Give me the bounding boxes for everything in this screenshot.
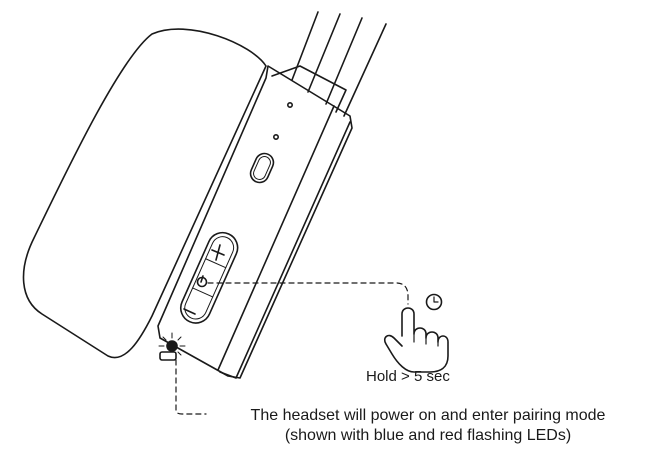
hold-duration: 5 sec bbox=[413, 368, 450, 385]
led-leader-line bbox=[175, 359, 207, 415]
led-indicator bbox=[158, 332, 186, 361]
volume-up-button[interactable] bbox=[211, 244, 225, 261]
hand-press-icon bbox=[383, 307, 449, 373]
housing-side bbox=[219, 121, 351, 379]
hold-prefix: Hold bbox=[366, 368, 397, 385]
caption-line-2: (shown with blue and red flashing LEDs) bbox=[284, 427, 572, 444]
caption-line-1: The headset will power on and enter pair… bbox=[250, 407, 606, 424]
headband bbox=[271, 11, 387, 117]
ear-cushion bbox=[22, 28, 267, 359]
power-leader-line bbox=[207, 282, 409, 305]
housing-edge bbox=[217, 105, 335, 371]
power-button[interactable] bbox=[196, 275, 208, 288]
clock-icon bbox=[425, 293, 443, 311]
hold-operator: > bbox=[401, 368, 410, 385]
hold-instruction: Hold > 5 sec bbox=[366, 368, 450, 385]
result-caption: The headset will power on and enter pair… bbox=[198, 406, 658, 446]
volume-down-button[interactable] bbox=[183, 308, 196, 315]
earcup-housing bbox=[157, 65, 353, 379]
slide-switch[interactable] bbox=[248, 151, 277, 186]
mic-hole-top bbox=[286, 102, 293, 109]
mic-hole-mid bbox=[272, 134, 279, 141]
button-cluster bbox=[179, 231, 239, 324]
